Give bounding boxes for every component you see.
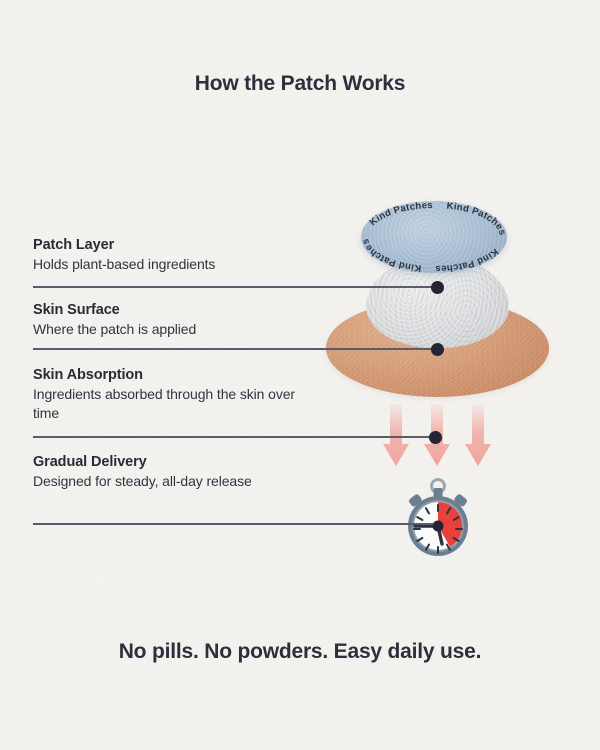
- callout-title-patch-layer: Patch Layer: [33, 237, 115, 253]
- callout-skin-absorption: Skin Absorption Ingredients absorbed thr…: [33, 366, 323, 422]
- patch-brand-text-3: Kind Patches: [361, 237, 422, 273]
- leader-line-skin-surface: [33, 348, 437, 350]
- callout-desc-patch-layer: Holds plant-based ingredients: [33, 256, 216, 273]
- svg-text:Kind Patches: Kind Patches: [435, 246, 500, 273]
- stopwatch-pivot: [432, 520, 444, 532]
- leader-line-gradual-delivery: [33, 523, 433, 525]
- patch-brand-ring: Kind Patches Kind Patches Kind Patches K…: [361, 201, 507, 273]
- callout-desc-skin-absorption: Ingredients absorbed through the skin ov…: [33, 386, 295, 421]
- callout-skin-surface: Skin Surface Where the patch is applied: [33, 301, 323, 339]
- leader-dot-patch-layer: [431, 281, 444, 294]
- leader-line-skin-absorption: [33, 436, 435, 438]
- page-title: How the Patch Works: [194, 72, 406, 95]
- patch-disc-face: [361, 201, 507, 273]
- patch-disc: Kind Patches Kind Patches Kind Patches K…: [361, 201, 507, 273]
- callout-desc-skin-surface: Where the patch is applied: [33, 321, 197, 338]
- svg-text:Kind Patches: Kind Patches: [368, 201, 433, 228]
- patch-disc-texture: [361, 201, 507, 273]
- callout-patch-layer: Patch Layer Holds plant-based ingredient…: [33, 236, 323, 274]
- stopwatch-icon: [398, 478, 478, 560]
- stopwatch-crown: [430, 478, 446, 497]
- svg-text:Kind Patches: Kind Patches: [361, 237, 422, 273]
- patch-brand-text-2: Kind Patches: [435, 246, 500, 273]
- callout-desc-gradual-delivery: Designed for steady, all-day release: [33, 473, 252, 490]
- leader-dot-skin-absorption: [429, 431, 442, 444]
- callout-gradual-delivery: Gradual Delivery Designed for steady, al…: [33, 453, 323, 491]
- callout-title-skin-surface: Skin Surface: [33, 302, 120, 318]
- arrow-down-3: [465, 404, 491, 466]
- page-tagline: No pills. No powders. Easy daily use.: [118, 640, 482, 663]
- leader-line-patch-layer: [33, 286, 437, 288]
- callout-title-skin-absorption: Skin Absorption: [33, 367, 143, 383]
- svg-text:Kind Patches: Kind Patches: [446, 201, 507, 237]
- patch-disc-inner: [374, 210, 494, 264]
- stopwatch-elapsed-sector: [438, 502, 463, 547]
- stopwatch-ticks: [413, 504, 463, 554]
- arrow-down-1: [383, 404, 409, 466]
- patch-brand-text-1: Kind Patches: [446, 201, 507, 237]
- callout-title-gradual-delivery: Gradual Delivery: [33, 454, 147, 470]
- leader-dot-skin-surface: [431, 343, 444, 356]
- patch-brand-text-4: Kind Patches: [368, 201, 433, 228]
